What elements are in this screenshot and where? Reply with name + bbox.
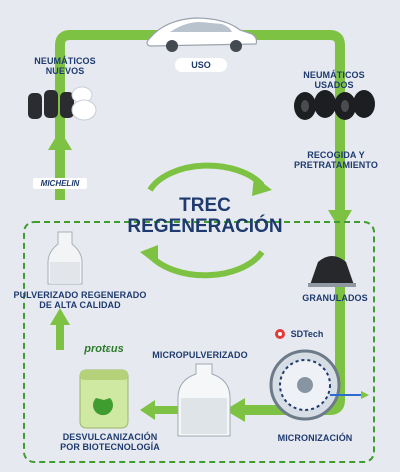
step-pulverizado-label: PULVERIZADO REGENERADO DE ALTA CALIDAD <box>10 290 150 310</box>
diagram-title: TREC REGENERACIÓN <box>100 195 310 237</box>
cycle-loop <box>55 30 345 415</box>
step-desvulcanizacion-line1: DESVULCANIZACIÓN <box>62 432 158 442</box>
micronization-machine-icon <box>269 349 369 421</box>
protous-logo: protεus <box>84 343 124 355</box>
arrow-left-mid <box>140 400 155 420</box>
sdtech-logo-mark <box>275 329 285 339</box>
micropowder-bottle-icon <box>177 363 231 437</box>
step-usados-label: NEUMÁTICOS USADOS <box>296 70 372 90</box>
title-line2: REGENERACIÓN <box>127 216 283 237</box>
car-icon <box>146 17 258 52</box>
step-micropulverizado-label: MICROPULVERIZADO <box>152 350 248 360</box>
used-tires-icon <box>294 90 375 120</box>
title-line1: TREC <box>179 195 231 216</box>
step-usados-line1: NEUMÁTICOS <box>303 70 365 80</box>
step-uso-label: USO <box>175 58 227 72</box>
step-micronizacion-label: MICRONIZACIÓN <box>277 433 353 443</box>
step-desvulcanizacion-label: DESVULCANIZACIÓN POR BIOTECNOLOGÍA <box>55 432 165 452</box>
center-arc-bottom-head <box>140 245 158 266</box>
arrow-left-bottom <box>225 398 245 422</box>
step-nuevos-line1: NEUMÁTICOS <box>34 56 96 66</box>
granules-icon <box>308 256 356 287</box>
michelin-logo: MICHELIN <box>33 178 87 189</box>
step-pulverizado-line2: DE ALTA CALIDAD <box>39 300 121 310</box>
arrow-down-right-bottom <box>328 210 352 230</box>
center-arc-top-head <box>252 176 272 196</box>
center-arc-top <box>147 162 265 192</box>
arrow-up-lower <box>50 308 70 325</box>
step-usados-line2: USADOS <box>314 80 354 90</box>
step-recogida-line1: RECOGIDA Y <box>307 150 365 160</box>
trec-dashed-box <box>23 221 375 463</box>
arrow-up-left <box>48 130 72 150</box>
step-pulverizado-line1: PULVERIZADO REGENERADO <box>13 290 147 300</box>
biotech-container-icon <box>79 369 129 429</box>
step-recogida-label: RECOGIDA Y PRETRATAMIENTO <box>286 150 386 170</box>
step-granulados-label: GRANULADOS <box>302 293 368 303</box>
step-desvulcanizacion-line2: POR BIOTECNOLOGÍA <box>60 442 160 452</box>
regenerated-powder-bottle-icon <box>47 231 83 285</box>
sdtech-logo: SDTech <box>290 329 324 339</box>
new-tires-icon <box>28 86 97 121</box>
center-arc-bottom <box>147 250 265 279</box>
step-recogida-line2: PRETRATAMIENTO <box>294 160 378 170</box>
step-nuevos-label: NEUMÁTICOS NUEVOS <box>30 56 100 76</box>
step-nuevos-line2: NUEVOS <box>45 66 85 76</box>
